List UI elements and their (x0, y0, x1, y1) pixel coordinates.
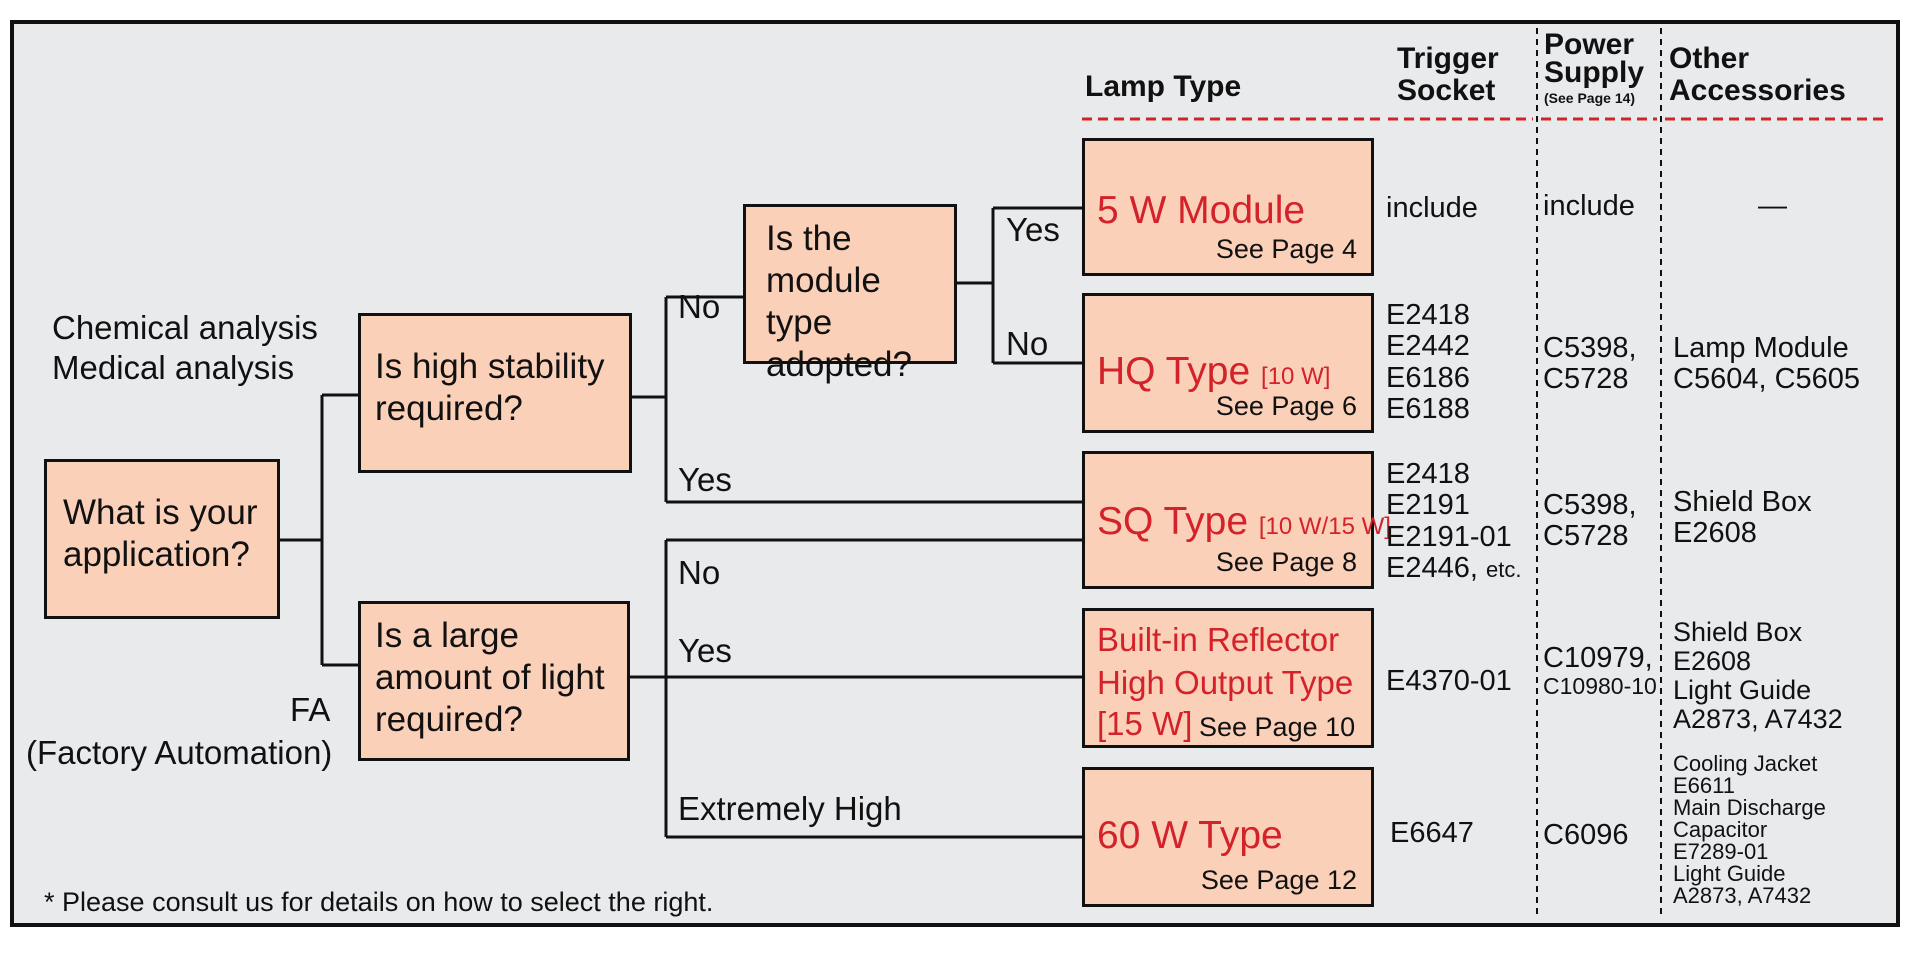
lamp-wattage: [10 W] (1261, 363, 1331, 390)
power-reflector: C10979,C10980-10 (1543, 642, 1657, 700)
branch-light-yes: Yes (678, 632, 732, 669)
application-chemical: Chemical analysis (52, 309, 318, 346)
application-medical: Medical analysis (52, 349, 295, 386)
power-60w: C6096 (1543, 819, 1629, 851)
lamp-box-sq-type: SQ Type [10 W/15 W] See Page 8 (1082, 451, 1391, 589)
lamp-name: SQ Type [10 W/15 W] (1097, 500, 1391, 543)
trigger-5w: include (1386, 192, 1478, 224)
header-other-1: Other (1669, 42, 1750, 75)
question-stability-box: Is high stability required? (358, 313, 632, 473)
lamp-page-ref: See Page 6 (1215, 391, 1357, 421)
column-separators (1536, 28, 1662, 918)
branch-module-yes: Yes (1006, 211, 1060, 248)
lamp-box-hq-type: HQ Type [10 W] See Page 6 (1082, 293, 1374, 433)
application-fa-full: (Factory Automation) (26, 734, 333, 771)
footnote: * Please consult us for details on how t… (44, 887, 714, 917)
power-5w: include (1543, 190, 1635, 222)
branch-module-no: No (1006, 325, 1049, 362)
lamp-box-60w-type: 60 W Type See Page 12 (1082, 767, 1374, 907)
header-other-2: Accessories (1669, 74, 1846, 107)
header-power-note: (See Page 14) (1544, 90, 1636, 106)
header-power-2: Supply (1544, 56, 1645, 89)
lamp-page-ref: See Page 8 (1215, 547, 1357, 577)
power-hq: C5398,C5728 (1543, 332, 1637, 396)
lamp-name: HQ Type [10 W] (1097, 350, 1331, 393)
lamp-name-line-2: High Output Type (1097, 664, 1354, 701)
diagram-frame (10, 20, 1900, 927)
lamp-box-5w-module: 5 W Module See Page 4 (1082, 138, 1374, 276)
trigger-reflector: E4370-01 (1386, 665, 1512, 697)
lamp-name: 60 W Type (1097, 814, 1283, 857)
branch-stability-yes: Yes (678, 461, 732, 498)
question-application-box: What is your application? (44, 459, 280, 619)
header-lamp-type: Lamp Type (1085, 70, 1242, 103)
lamp-name-line-3: [15 W] (1097, 705, 1193, 742)
trigger-60w: E6647 (1390, 817, 1474, 849)
lamp-page-ref: See Page 12 (1200, 865, 1357, 895)
lamp-name-line-1: Built-in Reflector (1097, 621, 1340, 658)
branch-stability-no: No (678, 288, 721, 325)
header-trigger-1: Trigger (1397, 42, 1499, 75)
question-module: Is the module type adopted? (766, 219, 912, 384)
question-light: Is a large amount of light required? (375, 616, 605, 739)
header-power-1: Power (1544, 28, 1635, 61)
lamp-page-ref: See Page 4 (1215, 234, 1357, 264)
lamp-name: 5 W Module (1097, 189, 1306, 232)
question-light-box: Is a large amount of light required? (358, 601, 630, 761)
lamp-box-built-in-reflector: Built-in Reflector High Output Type [15 … (1082, 608, 1374, 748)
lamp-wattage: [10 W/15 W] (1258, 513, 1391, 540)
lamp-page-ref: See Page 10 (1199, 712, 1356, 742)
power-sq: C5398,C5728 (1543, 489, 1637, 553)
other-5w: — (1758, 190, 1787, 222)
branch-light-extreme: Extremely High (678, 790, 902, 827)
branch-light-no: No (678, 554, 721, 591)
header-trigger-2: Socket (1397, 74, 1496, 107)
question-application: What is your application? (63, 493, 258, 574)
question-stability: Is high stability required? (375, 347, 605, 428)
question-module-box: Is the module type adopted? (743, 204, 957, 384)
application-fa: FA (290, 691, 331, 728)
